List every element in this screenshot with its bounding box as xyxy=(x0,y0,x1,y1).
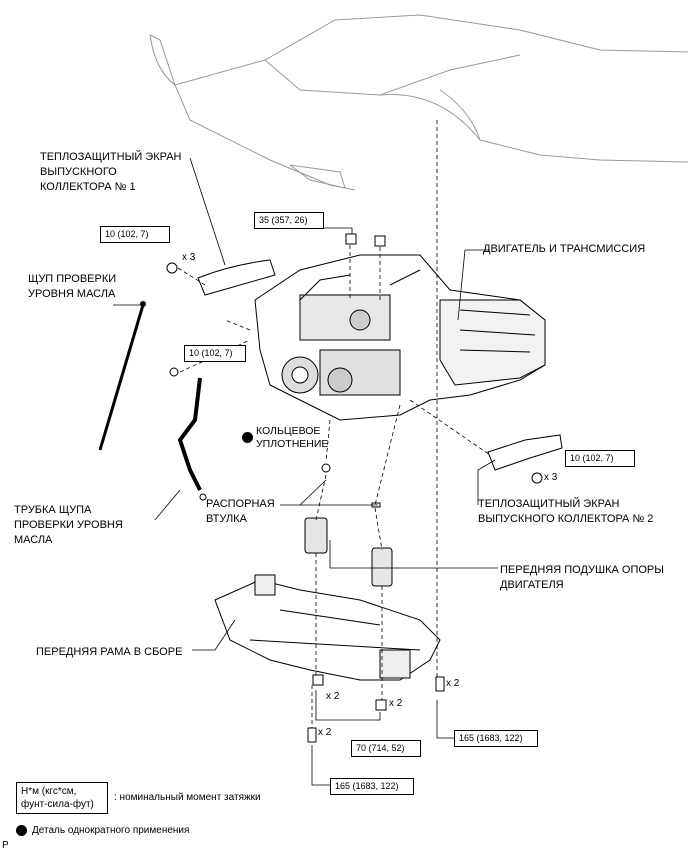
single-use-icon xyxy=(242,432,253,443)
fasteners xyxy=(166,233,543,743)
single-use-legend-icon xyxy=(16,825,27,836)
torque-box: 10 (102, 7) xyxy=(100,226,170,243)
dipstick-label: ЩУП ПРОВЕРКИ УРОВНЯ МАСЛА xyxy=(28,273,117,300)
dipstick-part xyxy=(98,304,145,451)
torque-box: 70 (714, 52) xyxy=(351,740,421,757)
quantity-label: x 2 xyxy=(389,698,403,709)
quantity-label: x 2 xyxy=(446,678,460,689)
car-body-outline xyxy=(149,14,688,191)
single-use-legend-text: Деталь однократного применения xyxy=(32,825,190,836)
front-mount-label: ПЕРЕДНЯЯ ПОДУШКА ОПОРЫ ДВИГАТЕЛЯ xyxy=(500,564,665,591)
heat-shield-2-label: ТЕПЛОЗАЩИТНЫЙ ЭКРАН ВЫПУСКНОГО КОЛЛЕКТОР… xyxy=(478,498,654,525)
leader-lines xyxy=(113,157,498,786)
heat-shield-2-part xyxy=(487,434,563,471)
quantity-label: x 2 xyxy=(326,691,340,702)
dipstick-tube-label: ТРУБКА ЩУПА ПРОВЕРКИ УРОВНЯ МАСЛА xyxy=(14,504,123,546)
torque-box: 165 (1683, 122) xyxy=(454,730,538,747)
torque-box: 35 (357, 26) xyxy=(254,212,324,229)
quantity-label: x 3 xyxy=(544,472,558,483)
heat-shield-1-label: ТЕПЛОЗАЩИТНЫЙ ЭКРАН ВЫПУСКНОГО КОЛЛЕКТОР… xyxy=(40,151,182,193)
torque-box: 10 (102, 7) xyxy=(184,345,246,362)
dipstick-tube-part xyxy=(177,377,202,491)
engine-transmission-label: ДВИГАТЕЛЬ И ТРАНСМИССИЯ xyxy=(483,243,646,255)
spacer-label: РАСПОРНАЯ ВТУЛКА xyxy=(206,498,275,525)
quantity-label: x 2 xyxy=(318,727,332,738)
quantity-label: x 3 xyxy=(182,252,196,263)
engine-mount-parts xyxy=(304,517,393,587)
front-frame-part xyxy=(214,574,441,681)
unit-legend-box: Н*м (кгс*см, фунт-сила-фут) xyxy=(16,782,108,814)
engine-assembly xyxy=(254,254,546,421)
o-ring-label: КОЛЬЦЕВОЕ УПЛОТНЕНИЕ xyxy=(256,425,329,450)
corner-mark: P xyxy=(2,840,9,851)
torque-box: 10 (102, 7) xyxy=(565,450,635,467)
unit-legend-description: : номинальный момент затяжки xyxy=(114,792,261,803)
heat-shield-1-part xyxy=(197,259,276,296)
front-frame-label: ПЕРЕДНЯЯ РАМА В СБОРЕ xyxy=(36,646,183,658)
torque-box: 165 (1683, 122) xyxy=(330,778,414,795)
